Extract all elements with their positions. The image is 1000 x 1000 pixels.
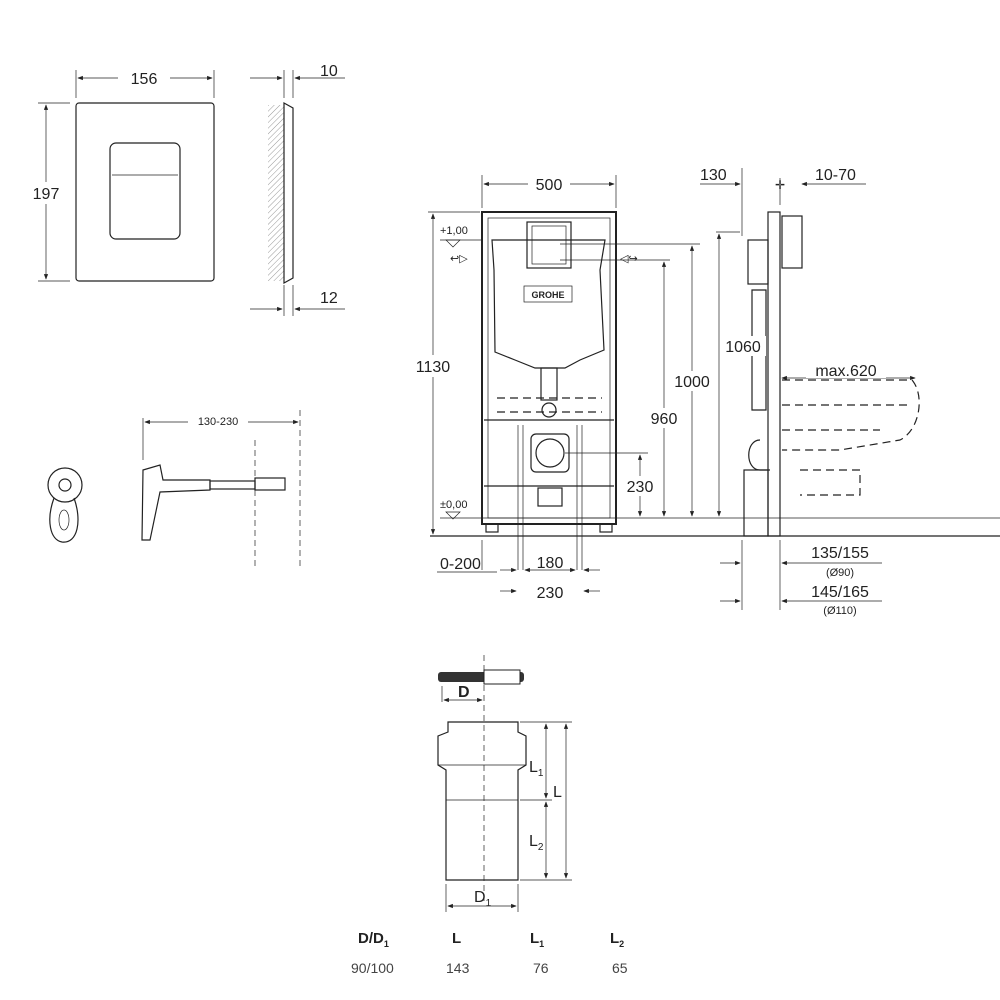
- pipe-l2-label: L2: [529, 833, 544, 853]
- offset-range-label: 0-200: [440, 556, 481, 573]
- plate-depth-bottom-label: 12: [320, 290, 338, 307]
- table-cell-l2: 65: [612, 960, 628, 976]
- max-projection-label: max.620: [815, 363, 876, 380]
- grohe-logo: GROHE: [531, 290, 564, 300]
- frame-side-view: 130 ✛ 10-70 1060 max.620 135/155 (Ø90) 1…: [700, 167, 920, 617]
- pipe-d1-label: D1: [474, 889, 492, 909]
- spacing-230-label: 230: [537, 585, 564, 602]
- distance-dn90-diameter-label: (Ø90): [826, 567, 854, 579]
- table-cell-l: 143: [446, 960, 470, 976]
- spacing-180-label: 180: [537, 555, 564, 572]
- table-cell-d: 90/100: [351, 960, 394, 976]
- table-header-l1: L1: [530, 930, 544, 949]
- dimension-table: D/D1 L L1 L2 90/100 143 76 65: [351, 930, 628, 976]
- distance-dn110-diameter-label: (Ø110): [823, 605, 856, 617]
- actuator-detail: 130-230: [47, 410, 301, 570]
- pipe-l1-label: L1: [529, 759, 544, 779]
- water-supply-left-icon: ↩▷: [450, 253, 468, 265]
- level-top-label: +1,00: [440, 225, 468, 237]
- level-zero-label: ±0,00: [440, 499, 467, 511]
- pipe-d-label: D: [458, 684, 470, 701]
- table-header-l: L: [452, 930, 461, 947]
- frame-width-label: 500: [536, 177, 563, 194]
- plate-depth-top-label: 10: [320, 63, 338, 80]
- height-960-label: 960: [651, 411, 678, 428]
- distance-dn110-label: 145/165: [811, 584, 869, 601]
- table-header-l2: L2: [610, 930, 624, 949]
- crosshair-icon: ✛: [775, 178, 785, 192]
- height-1000-label: 1000: [674, 374, 710, 391]
- side-height-1060-label: 1060: [725, 339, 761, 356]
- water-supply-right-icon: ◁↪: [620, 253, 638, 265]
- frame-front-view: GROHE 500 +1,00 ↩▷ ◁↪ ±0,00 1130: [410, 174, 1000, 602]
- side-depth-range-label: 10-70: [815, 167, 856, 184]
- flush-plate-side-view: 10 12: [250, 63, 345, 316]
- total-height-label: 1130: [416, 359, 451, 376]
- table-header-d: D/D1: [358, 930, 389, 949]
- pipe-connector-detail: D L1 L2 L D1: [437, 655, 572, 912]
- table-cell-l1: 76: [533, 960, 549, 976]
- actuator-range-label: 130-230: [198, 416, 238, 428]
- distance-dn90-label: 135/155: [811, 545, 869, 562]
- flush-plate-front-view: 156 197: [24, 68, 215, 282]
- outlet-height-label: 230: [627, 479, 654, 496]
- pipe-l-label: L: [553, 784, 562, 801]
- plate-width-label: 156: [131, 71, 158, 88]
- plate-height-label: 197: [33, 186, 60, 203]
- side-depth-130-label: 130: [700, 167, 727, 184]
